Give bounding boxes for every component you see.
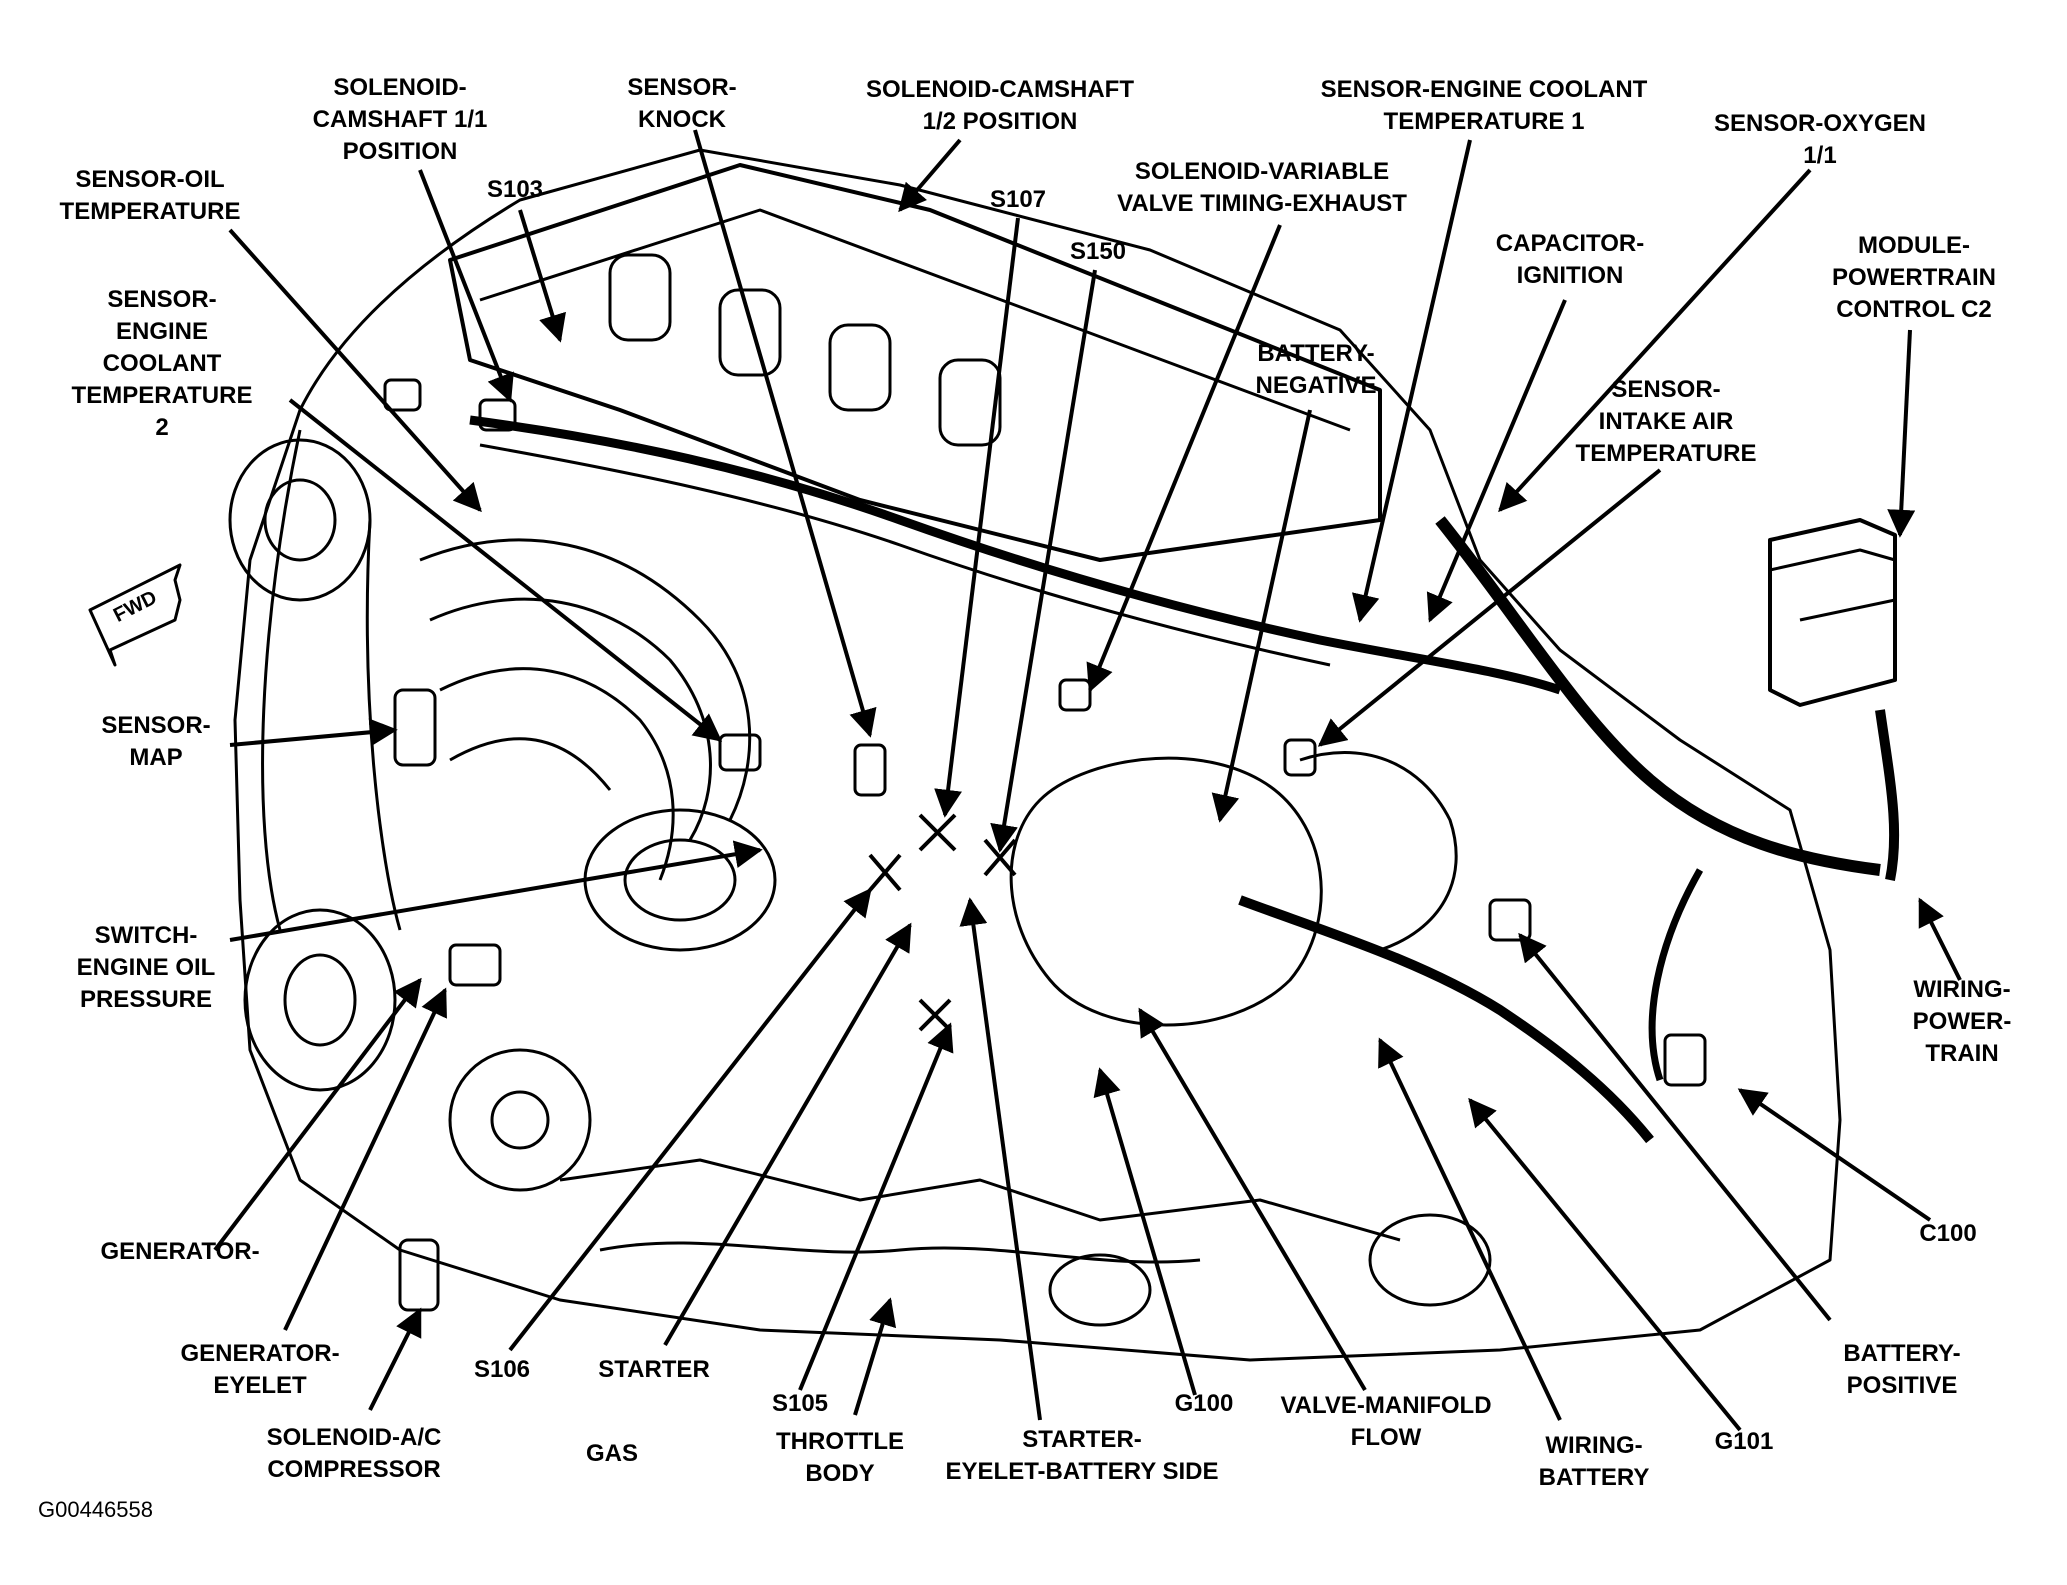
leader-s107 (934, 217, 1020, 818)
label-battery-positive: BATTERY- POSITIVE (1843, 1340, 1961, 1399)
leader-s105 (798, 1022, 954, 1391)
label-s105: S105 (771, 1390, 829, 1417)
label-sensor-ect-2: SENSOR- ENGINE COOLANT TEMPERATURE 2 (71, 286, 253, 441)
leader-wiring-powertrain (1918, 897, 1962, 981)
leader-s103 (518, 209, 566, 343)
label-sensor-knock: SENSOR- KNOCK (627, 74, 737, 133)
leader-s150 (990, 269, 1097, 853)
leader-sensor-oxygen (1498, 168, 1812, 513)
leader-starter-eyelet (959, 897, 1042, 1421)
leader-capacitor-ignition (1426, 299, 1567, 623)
leader-lines (213, 129, 1962, 1432)
label-valve-manifold-flow: VALVE-MANIFOLD FLOW (1280, 1392, 1492, 1451)
label-engine-gas: GAS (585, 1440, 639, 1467)
leader-sensor-oil-temp (228, 228, 482, 513)
leader-solenoid-camshaft-1-1 (418, 169, 514, 403)
label-sensor-ect-1: SENSOR-ENGINE COOLANT TEMPERATURE 1 (1320, 76, 1648, 135)
leader-sensor-map (229, 718, 398, 747)
label-module-pcm: MODULE- POWERTRAIN CONTROL C2 (1832, 232, 1996, 323)
leader-generator (213, 977, 422, 1252)
label-generator-eyelet: GENERATOR- EYELET (180, 1340, 340, 1399)
leader-module-pcm (1887, 329, 1916, 538)
label-throttle-body: THROTTLE BODY (776, 1428, 904, 1487)
leader-s106 (508, 887, 872, 1352)
label-generator: GENERATOR- (100, 1238, 260, 1265)
label-s107: S107 (989, 186, 1047, 213)
label-g101: G101 (1714, 1428, 1774, 1455)
label-s103: S103 (486, 176, 544, 203)
label-sensor-oil-temp: SENSOR-OIL TEMPERATURE (59, 166, 241, 225)
label-wiring-powertrain: WIRING- POWER- TRAIN (1912, 976, 2012, 1067)
leader-wiring-battery (1378, 1037, 1562, 1421)
leader-sensor-ect-1 (1351, 139, 1472, 623)
figure-id: G00446558 (38, 1497, 153, 1522)
label-solenoid-vvt: SOLENOID-VARIABLE VALVE TIMING-EXHAUST (1117, 158, 1407, 217)
leader-battery-negative (1211, 409, 1312, 823)
leader-g101 (1468, 1097, 1742, 1432)
label-starter-eyelet: STARTER- EYELET-BATTERY SIDE (945, 1426, 1219, 1485)
label-sensor-map: SENSOR- MAP (101, 712, 211, 771)
leader-solenoid-ac (368, 1307, 422, 1411)
leader-c100 (1737, 1088, 1932, 1222)
forward-arrow-label: FWD (110, 587, 161, 627)
leader-battery-positive (1518, 932, 1832, 1322)
leader-throttle-body (853, 1297, 897, 1416)
label-wiring-battery: WIRING- BATTERY (1538, 1432, 1650, 1491)
label-sensor-iat: SENSOR- INTAKE AIR TEMPERATURE (1575, 376, 1757, 467)
leader-sensor-iat (1317, 468, 1662, 747)
leader-sensor-ect-2 (288, 398, 723, 742)
label-battery-negative: BATTERY- NEGATIVE (1255, 340, 1377, 399)
label-solenoid-camshaft-1-2: SOLENOID-CAMSHAFT 1/2 POSITION (866, 76, 1134, 135)
label-capacitor-ignition: CAPACITOR- IGNITION (1495, 230, 1645, 289)
leader-generator-eyelet (283, 987, 447, 1331)
label-switch-oil-pressure: SWITCH- ENGINE OIL PRESSURE (76, 922, 216, 1013)
label-s106: S106 (473, 1356, 531, 1383)
leader-g100 (1093, 1067, 1197, 1396)
label-sensor-oxygen: SENSOR-OXYGEN 1/1 (1713, 110, 1927, 169)
leader-starter (663, 922, 912, 1347)
label-g100: G100 (1174, 1390, 1234, 1417)
label-c100: C100 (1919, 1220, 1977, 1247)
label-starter: STARTER (598, 1356, 710, 1383)
label-solenoid-ac: SOLENOID-A/C COMPRESSOR (266, 1424, 442, 1483)
leader-switch-oil-pressure (229, 840, 763, 942)
engine-drawing (88, 148, 1900, 1362)
label-solenoid-camshaft-1-1: SOLENOID- CAMSHAFT 1/1 POSITION (312, 74, 488, 165)
leader-solenoid-vvt (1086, 224, 1282, 693)
leader-solenoid-camshaft-1-2 (898, 138, 962, 213)
label-s150: S150 (1069, 238, 1127, 265)
leader-valve-manifold-flow (1138, 1007, 1367, 1392)
leader-sensor-knock (693, 129, 877, 738)
